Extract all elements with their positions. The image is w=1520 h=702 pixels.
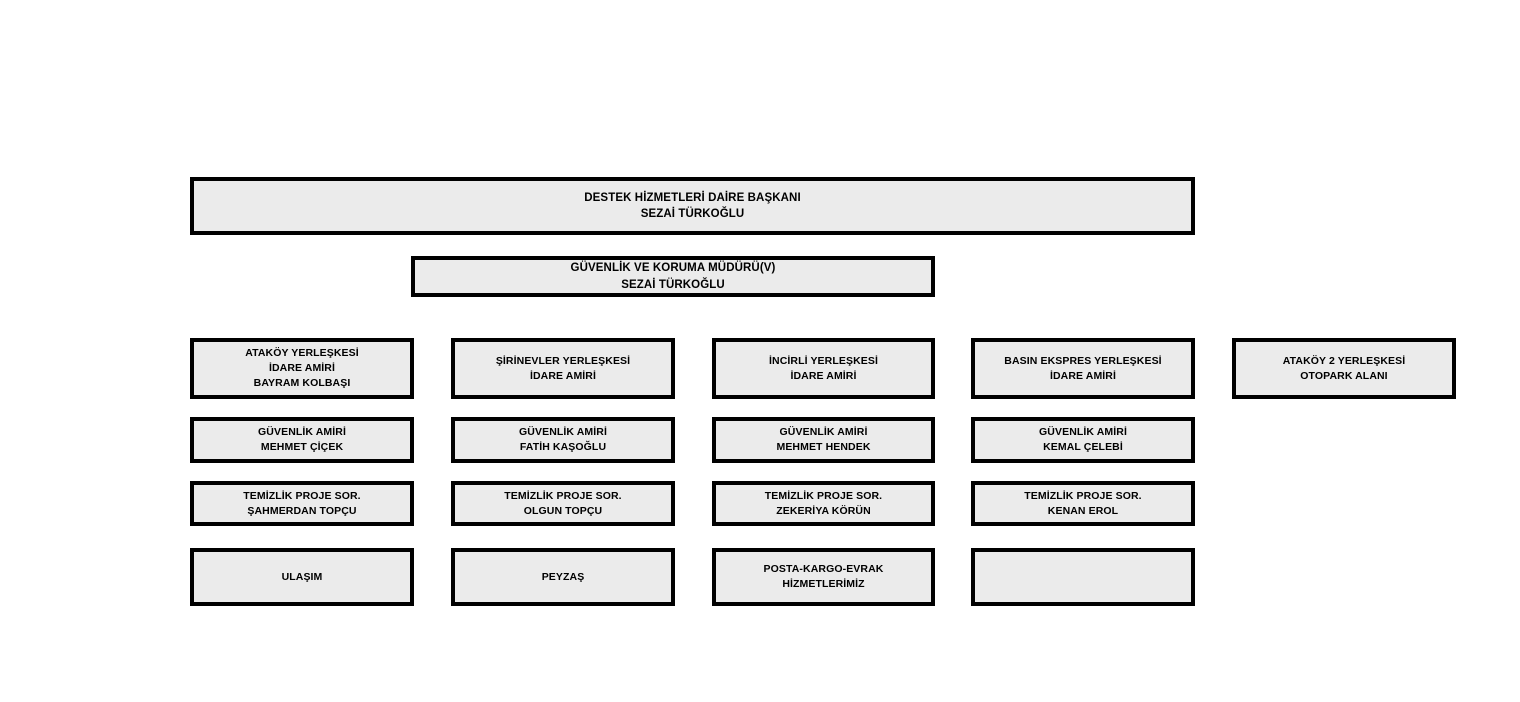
org-node-atakoy-idare-amiri[interactable]: ATAKÖY YERLEŞKESİ İDARE AMİRİ BAYRAM KOL… <box>190 338 414 399</box>
org-node-line1: İNCİRLİ YERLEŞKESİ <box>769 354 878 367</box>
org-node-title: DESTEK HİZMETLERİ DAİRE BAŞKANI <box>584 191 801 204</box>
org-node-person: OLGUN TOPÇU <box>523 504 603 517</box>
org-node-title: TEMİZLİK PROJE SOR. <box>764 489 883 502</box>
org-node-title: GÜVENLİK AMİRİ <box>258 426 346 439</box>
org-node-basin-ekspres-idare-amiri[interactable]: BASIN EKSPRES YERLEŞKESİ İDARE AMİRİ <box>971 338 1195 399</box>
org-node-sirinevler-idare-amiri[interactable]: ŞİRİNEVLER YERLEŞKESİ İDARE AMİRİ <box>451 338 675 399</box>
org-node-line1: POSTA-KARGO-EVRAK <box>763 563 884 576</box>
org-node-person: MEHMET HENDEK <box>776 441 871 453</box>
org-node-person: KEMAL ÇELEBİ <box>1043 441 1123 453</box>
org-node-title: GÜVENLİK VE KORUMA MÜDÜRÜ(V) <box>570 262 776 275</box>
org-node-guvenlik-amiri-sirinevler[interactable]: GÜVENLİK AMİRİ FATİH KAŞOĞLU <box>451 417 675 463</box>
org-node-line2: İDARE AMİRİ <box>529 369 597 382</box>
org-node-guvenlik-amiri-incirli[interactable]: GÜVENLİK AMİRİ MEHMET HENDEK <box>712 417 935 463</box>
org-node-person: FATİH KAŞOĞLU <box>519 441 607 453</box>
org-node-title: GÜVENLİK AMİRİ <box>779 426 868 439</box>
org-node-daire-baskani[interactable]: DESTEK HİZMETLERİ DAİRE BAŞKANI SEZAİ TÜ… <box>190 177 1195 235</box>
org-node-person: ŞAHMERDAN TOPÇU <box>247 504 357 517</box>
org-node-title: GÜVENLİK AMİRİ <box>519 426 607 439</box>
org-node-line1: ŞİRİNEVLER YERLEŞKESİ <box>495 354 631 367</box>
org-node-person: SEZAİ TÜRKOĞLU <box>640 208 745 220</box>
org-node-empty-placeholder[interactable] <box>971 548 1195 606</box>
org-node-line2: İDARE AMİRİ <box>268 362 336 375</box>
org-node-title: TEMİZLİK PROJE SOR. <box>1024 489 1142 502</box>
org-node-line2: HİZMETLERİMİZ <box>782 578 865 590</box>
org-node-guvenlik-amiri-basin-ekspres[interactable]: GÜVENLİK AMİRİ KEMAL ÇELEBİ <box>971 417 1195 463</box>
org-node-line1: ULAŞIM <box>281 570 323 583</box>
org-node-temizlik-sorumlusu-atakoy[interactable]: TEMİZLİK PROJE SOR. ŞAHMERDAN TOPÇU <box>190 481 414 526</box>
org-node-line2: OTOPARK ALANI <box>1300 369 1388 382</box>
org-node-title: TEMİZLİK PROJE SOR. <box>504 489 622 502</box>
org-node-person: ZEKERİYA KÖRÜN <box>776 504 871 517</box>
org-node-person: SEZAİ TÜRKOĞLU <box>621 278 725 291</box>
org-node-guvenlik-koruma-muduru[interactable]: GÜVENLİK VE KORUMA MÜDÜRÜ(V) SEZAİ TÜRKO… <box>411 256 935 297</box>
org-node-person: KENAN EROL <box>1047 504 1119 517</box>
org-node-line2: İDARE AMİRİ <box>790 369 857 382</box>
org-node-atakoy-2-otopark[interactable]: ATAKÖY 2 YERLEŞKESİ OTOPARK ALANI <box>1232 338 1456 399</box>
org-node-line1: BASIN EKSPRES YERLEŞKESİ <box>1004 354 1162 367</box>
org-node-temizlik-sorumlusu-sirinevler[interactable]: TEMİZLİK PROJE SOR. OLGUN TOPÇU <box>451 481 675 526</box>
org-node-temizlik-sorumlusu-basin-ekspres[interactable]: TEMİZLİK PROJE SOR. KENAN EROL <box>971 481 1195 526</box>
org-node-line1: PEYZAŞ <box>541 570 585 583</box>
org-node-line2: İDARE AMİRİ <box>1049 369 1117 382</box>
org-node-person: MEHMET ÇİÇEK <box>260 441 344 453</box>
org-node-line1: ATAKÖY YERLEŞKESİ <box>245 347 359 360</box>
org-node-title: TEMİZLİK PROJE SOR. <box>243 489 361 502</box>
org-node-guvenlik-amiri-atakoy[interactable]: GÜVENLİK AMİRİ MEHMET ÇİÇEK <box>190 417 414 463</box>
org-node-incirli-idare-amiri[interactable]: İNCİRLİ YERLEŞKESİ İDARE AMİRİ <box>712 338 935 399</box>
org-node-peyzas[interactable]: PEYZAŞ <box>451 548 675 606</box>
org-node-posta-kargo-evrak[interactable]: POSTA-KARGO-EVRAK HİZMETLERİMİZ <box>712 548 935 606</box>
org-node-line1: ATAKÖY 2 YERLEŞKESİ <box>1282 354 1406 367</box>
org-node-temizlik-sorumlusu-incirli[interactable]: TEMİZLİK PROJE SOR. ZEKERİYA KÖRÜN <box>712 481 935 526</box>
org-node-ulasim[interactable]: ULAŞIM <box>190 548 414 606</box>
org-node-line3: BAYRAM KOLBAŞI <box>253 376 351 389</box>
org-node-title: GÜVENLİK AMİRİ <box>1039 426 1127 439</box>
